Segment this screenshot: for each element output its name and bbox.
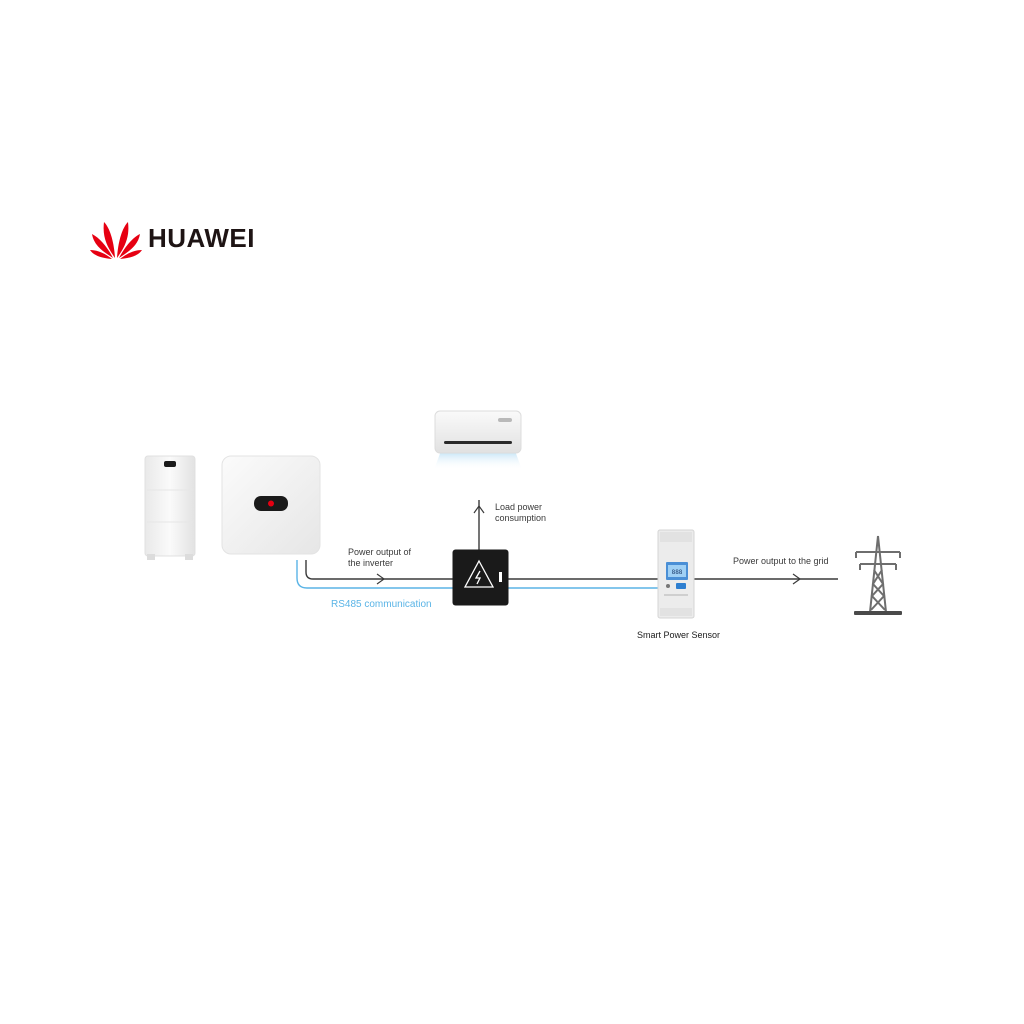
smart-power-sensor-label: Smart Power Sensor [637,630,721,640]
inverter-icon [221,455,321,555]
inverter-output-line [305,560,455,580]
huawei-logo-icon [90,222,142,259]
load-consumption-arrow [473,504,485,514]
brand-name: HUAWEI [148,223,255,253]
inverter-output-label: Power output of the inverter [348,547,411,569]
battery-icon [144,455,196,560]
inverter-output-label-line1: Power output of [348,547,412,557]
rs485-label: RS485 communication [331,599,432,610]
smart-power-sensor-icon: 888 [657,529,695,619]
grid-output-arrow [792,573,802,585]
load-label-line2: consumption [495,513,547,523]
grid-output-label: Power output to the grid [733,556,829,566]
load-label-line1: Load power [495,502,543,512]
transmission-tower-icon [854,535,902,615]
inverter-output-label-line2: the inverter [348,558,394,568]
power-switch-box-icon [452,549,509,606]
rs485-communication-line [296,560,660,589]
load-consumption-label: Load power consumption [495,502,546,524]
svg-text:888: 888 [672,569,683,576]
air-conditioner-icon [434,410,522,470]
inverter-output-arrow [376,573,386,585]
